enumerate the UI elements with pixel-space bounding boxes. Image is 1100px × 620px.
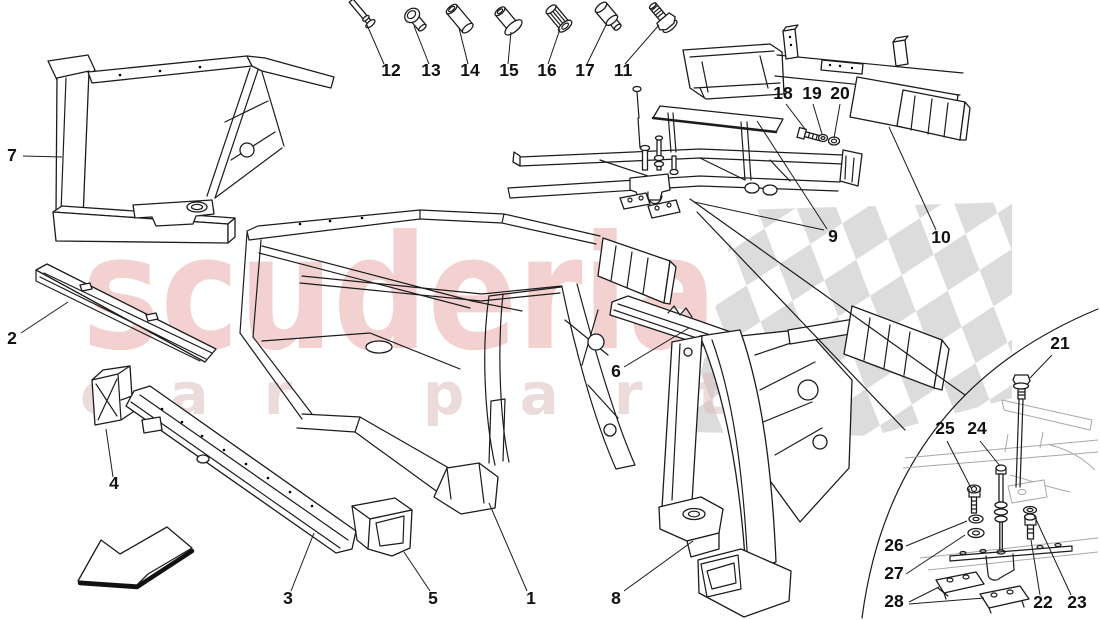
fastener-20-washer-icon: [827, 136, 841, 146]
callout-22: 22: [1033, 592, 1053, 612]
callout-16: 16: [537, 60, 557, 80]
callout-15: 15: [499, 60, 519, 80]
fastener-15-flanged-sleeve-icon: [494, 6, 523, 36]
fastener-23-washer-icon: [1022, 505, 1038, 515]
fastener-17-stud-icon: [594, 1, 622, 31]
callout-19: 19: [802, 83, 822, 103]
fastener-11-bolt-icon: [648, 2, 678, 34]
callout-21: 21: [1050, 333, 1070, 353]
callout-7: 7: [7, 145, 17, 165]
callout-20: 20: [830, 83, 850, 103]
callout-14: 14: [460, 60, 480, 80]
callout-6: 6: [611, 361, 621, 381]
part-9-subframe-assembly: [507, 85, 863, 219]
callout-18: 18: [773, 83, 793, 103]
callout-13: 13: [421, 60, 441, 80]
fastener-26-washer-icon: [968, 514, 984, 524]
callout-2: 2: [7, 328, 17, 348]
callout-12: 12: [381, 60, 401, 80]
fastener-24-stud-icon: [993, 464, 1009, 555]
part-3-rail: [125, 385, 357, 554]
part-28-plates: [935, 571, 1030, 614]
callout-23: 23: [1067, 592, 1087, 612]
callout-9: 9: [828, 226, 838, 246]
callout-28: 28: [884, 591, 904, 611]
part-8-frame-element: [658, 305, 950, 618]
fastener-25-bolt-icon: [966, 484, 982, 514]
callout-5: 5: [428, 588, 438, 608]
fastener-21-bolt-icon: [1012, 374, 1031, 488]
fastener-22-bolt-icon: [1023, 513, 1037, 540]
leader-lines: [20, 24, 1072, 605]
part-5-duct: [351, 497, 413, 557]
callout-4: 4: [109, 473, 119, 493]
fastener-12-pin-icon: [348, 0, 376, 29]
fastener-27-washer-icon: [967, 527, 985, 539]
callout-24: 24: [967, 418, 987, 438]
callouts: 12 13 14 15 16 17 11 18 19 20 7 2 4 3 5 …: [7, 60, 1087, 612]
part-4-bracket: [91, 365, 134, 426]
detail-view-mounting: [689, 198, 1099, 619]
part-2-sill-rail: [35, 263, 217, 363]
callout-11: 11: [614, 60, 633, 80]
callout-25: 25: [935, 418, 955, 438]
callout-1: 1: [526, 588, 536, 608]
mounting-baseplate: [949, 542, 1073, 581]
direction-arrow: [77, 526, 195, 590]
part-7-frame-element: [47, 54, 335, 244]
callout-3: 3: [283, 588, 293, 608]
fastener-14-sleeve-icon: [445, 3, 474, 34]
detail-underlying-structure: [902, 399, 1099, 571]
callout-26: 26: [884, 535, 904, 555]
fastener-18-bolt-icon: [796, 126, 822, 142]
callout-27: 27: [884, 563, 903, 583]
fastener-19-washer-icon: [817, 133, 829, 143]
fastener-16-insert-icon: [545, 4, 573, 33]
fastener-13-rivet-icon: [404, 7, 427, 32]
callout-17: 17: [575, 60, 594, 80]
part-1-main-frame: [239, 209, 677, 515]
callout-10: 10: [931, 227, 951, 247]
part-10-crossmember: [682, 24, 971, 141]
callout-8: 8: [611, 588, 621, 608]
